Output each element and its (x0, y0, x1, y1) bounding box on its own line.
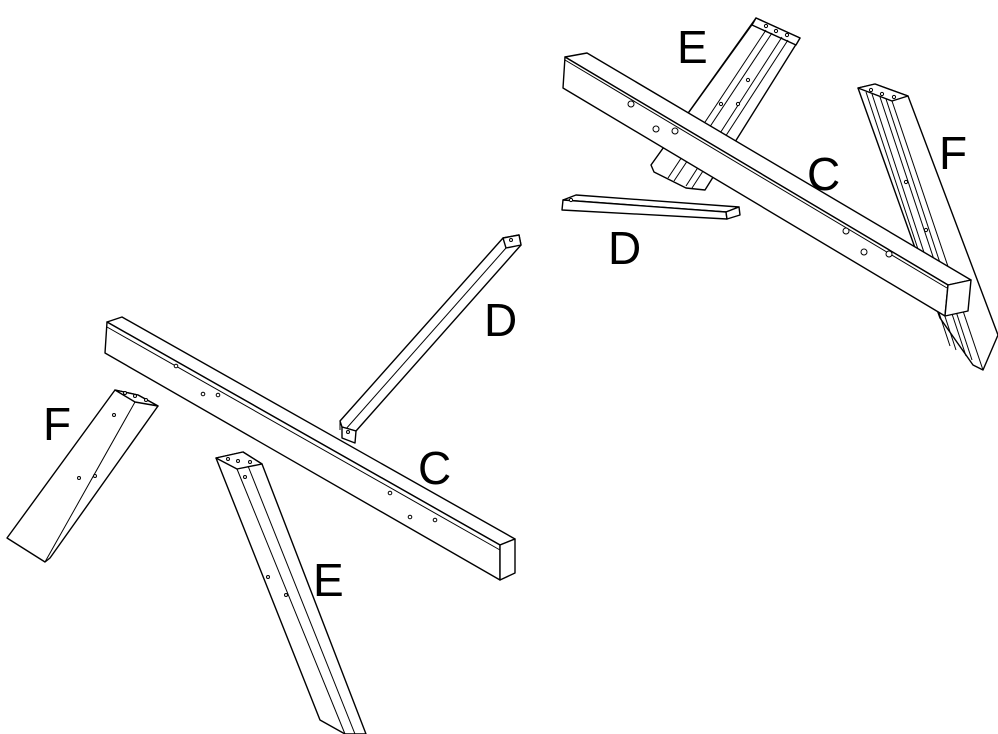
label-upper-e: E (677, 21, 708, 73)
lower-part-d (339, 234, 522, 444)
upper-part-c (562, 52, 972, 317)
upper-part-d (561, 194, 741, 220)
label-lower-e: E (313, 554, 344, 606)
lower-part-f (6, 389, 159, 563)
label-upper-c: C (807, 148, 840, 200)
lower-part-c (104, 316, 516, 581)
label-lower-c: C (418, 442, 451, 494)
label-upper-f: F (939, 127, 967, 179)
label-lower-f: F (43, 398, 71, 450)
label-lower-d: D (484, 294, 517, 346)
label-upper-d: D (608, 222, 641, 274)
lower-part-e (215, 451, 367, 734)
